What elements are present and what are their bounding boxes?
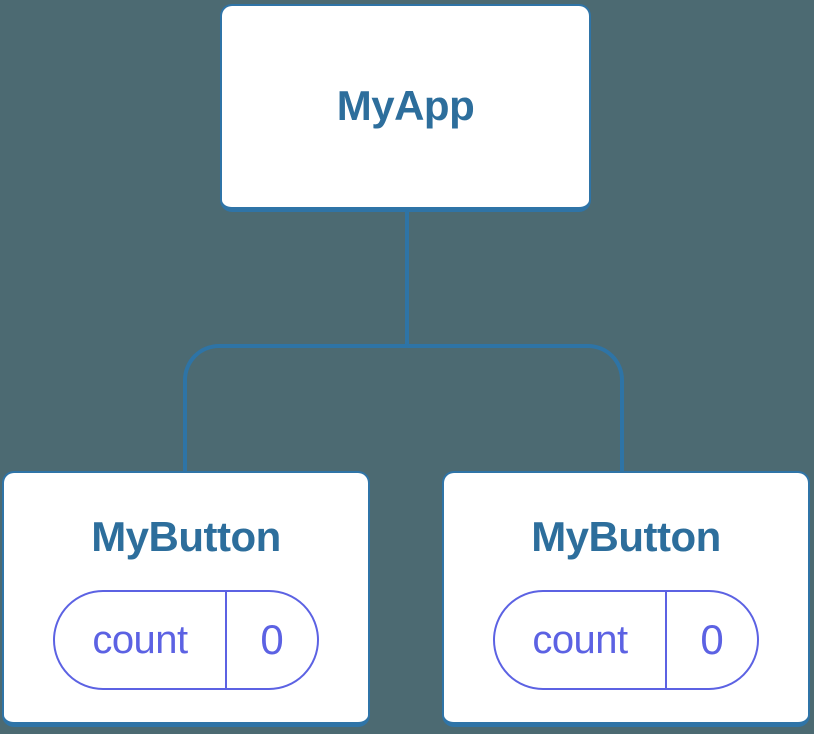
state-key-right: count xyxy=(495,592,667,689)
component-node-myapp: MyApp xyxy=(220,4,591,212)
state-value-left: 0 xyxy=(260,616,284,664)
state-value-right: 0 xyxy=(700,616,724,664)
component-label-mybutton-left: MyButton xyxy=(91,513,281,560)
connector-bracket-line xyxy=(183,344,624,471)
state-pill-right: count 0 xyxy=(493,590,759,691)
connector-stem-line xyxy=(405,210,409,346)
component-label-myapp: MyApp xyxy=(336,82,475,130)
state-key-left: count xyxy=(55,592,227,689)
state-pill-left: count 0 xyxy=(53,590,319,691)
component-node-mybutton-left: MyButton count 0 xyxy=(2,471,370,727)
component-label-mybutton-right: MyButton xyxy=(531,513,721,560)
component-node-mybutton-right: MyButton count 0 xyxy=(442,471,810,727)
